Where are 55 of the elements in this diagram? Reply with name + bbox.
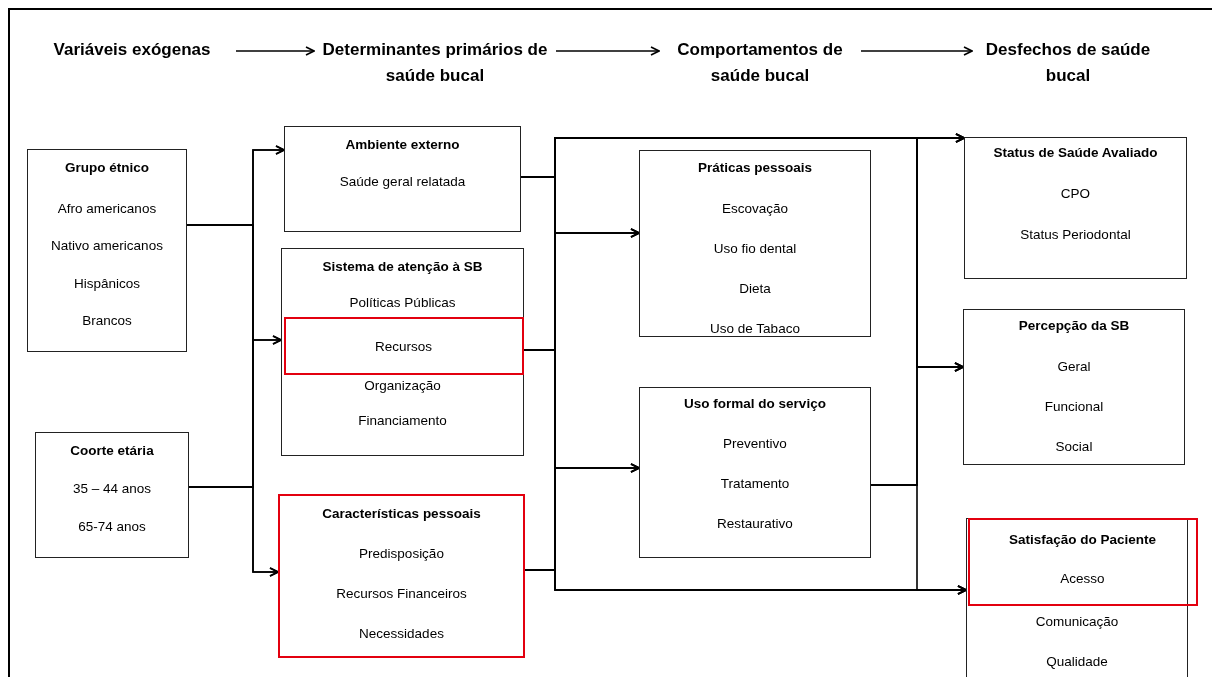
item-text: Geral xyxy=(1057,358,1091,376)
item-text: Recursos Financeiros xyxy=(336,585,467,603)
category-box xyxy=(963,309,1185,465)
category-box xyxy=(27,149,187,352)
arrow xyxy=(235,46,315,56)
item-text: Afro americanos xyxy=(57,200,157,218)
item-text: Predisposição xyxy=(359,545,444,563)
box-heading: Percepção da SB xyxy=(1018,317,1130,335)
box-heading: Coorte etária xyxy=(70,442,154,460)
box-heading: Satisfação do Paciente xyxy=(1008,530,1157,549)
box-heading: Ambiente externo xyxy=(345,136,460,154)
item-text: Funcional xyxy=(1044,398,1104,416)
item-text: 65-74 anos xyxy=(78,518,146,536)
box-heading: Uso formal do serviço xyxy=(684,395,826,413)
arrow xyxy=(188,486,279,577)
box-heading: Sistema de atenção à SB xyxy=(322,258,483,276)
item-text: Dieta xyxy=(739,280,771,298)
item-text: Tratamento xyxy=(720,475,790,493)
item-text: Hispânicos xyxy=(74,275,140,293)
arrow xyxy=(870,484,967,595)
item-text: Nativo americanos xyxy=(51,237,163,255)
highlight-box xyxy=(283,316,524,375)
item-text: Escovação xyxy=(721,200,788,218)
category-box xyxy=(35,432,189,558)
box-heading: Características pessoais xyxy=(322,505,481,523)
item-text: Necessidades xyxy=(359,625,444,643)
item-text: Recursos xyxy=(375,337,432,356)
item-text: Preventivo xyxy=(723,435,787,453)
item-text: Brancos xyxy=(82,312,132,330)
item-text: Financiamento xyxy=(358,412,447,430)
category-box xyxy=(964,137,1187,279)
item-text: Políticas Públicas xyxy=(349,294,456,312)
item-text: Qualidade xyxy=(1046,653,1108,671)
category-box xyxy=(284,126,521,232)
category-box xyxy=(639,150,871,337)
item-text: Uso fio dental xyxy=(713,240,797,258)
item-text: Saúde geral relatada xyxy=(339,173,466,191)
item-text: Restaurativo xyxy=(717,515,793,533)
box-heading: Grupo étnico xyxy=(65,159,149,177)
item-text: CPO xyxy=(1060,185,1091,203)
category-box xyxy=(281,248,524,456)
item-text: Uso de Tabaco xyxy=(710,320,800,338)
arrow xyxy=(860,46,973,56)
highlight-box xyxy=(967,517,1198,606)
item-text: Organização xyxy=(364,377,441,395)
item-text: Status Periodontal xyxy=(1020,226,1131,244)
box-heading: Práticas pessoais xyxy=(697,159,813,177)
item-text: Social xyxy=(1055,438,1093,456)
item-text: Comunicação xyxy=(1035,613,1119,631)
category-box xyxy=(639,387,871,558)
item-text: 35 – 44 anos xyxy=(72,480,152,498)
arrow xyxy=(555,46,660,56)
highlight-box xyxy=(278,494,525,658)
item-text: Acesso xyxy=(1060,569,1105,588)
box-heading: Status de Saúde Avaliado xyxy=(993,144,1158,162)
